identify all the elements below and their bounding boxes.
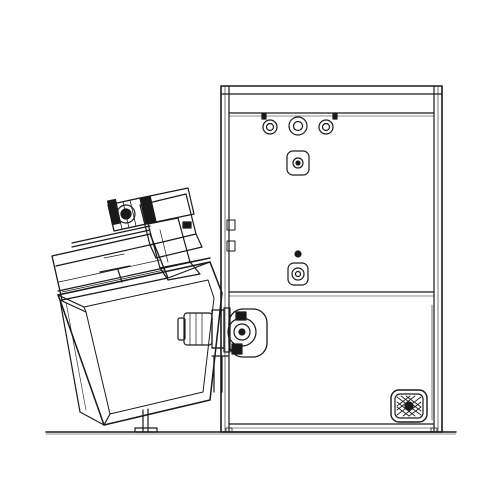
boiler-cabinet xyxy=(220,85,443,433)
door-hinges xyxy=(226,219,236,252)
feed-chute xyxy=(167,257,211,279)
burner-motor xyxy=(177,307,231,353)
pipe-connection-lower xyxy=(287,250,309,286)
motor-icon xyxy=(106,187,195,232)
pipe-connection-icon xyxy=(261,113,338,136)
inspection-port xyxy=(286,150,310,176)
fan-grille-icon xyxy=(390,389,428,423)
